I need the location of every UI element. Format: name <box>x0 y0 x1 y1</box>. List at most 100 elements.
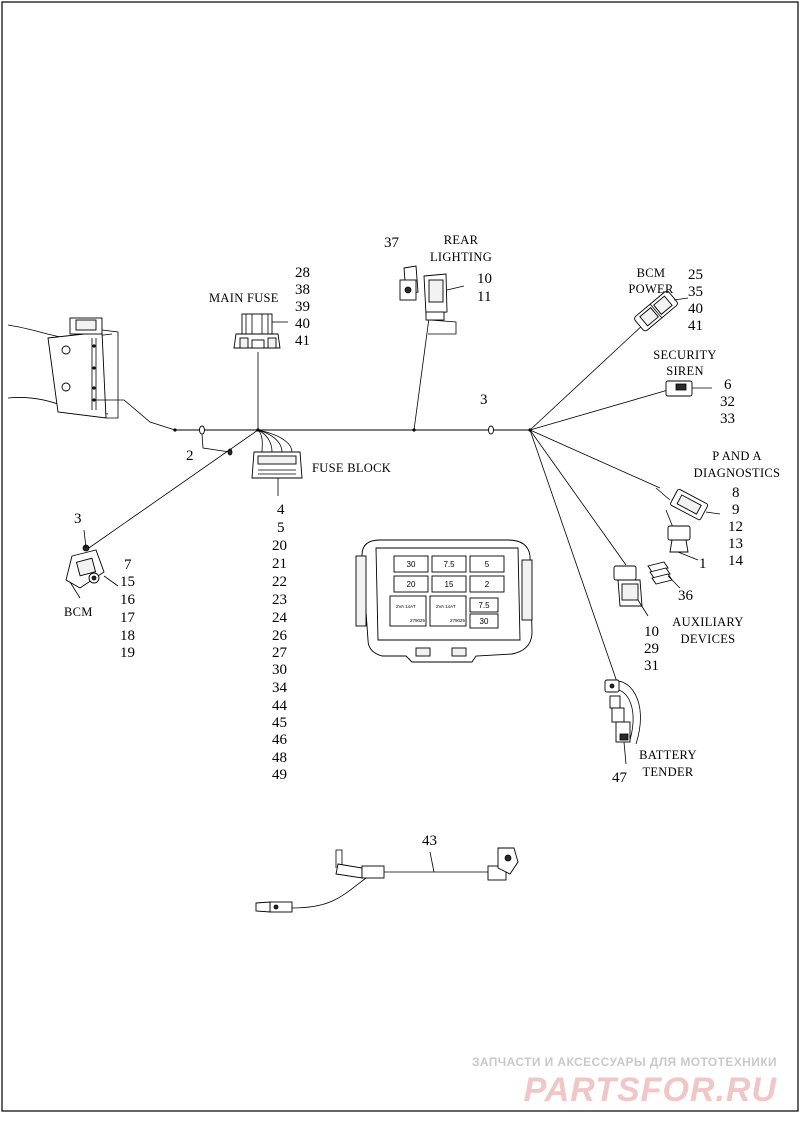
label-part-47: 47 <box>612 770 628 786</box>
label-fuse-block-num-15: 48 <box>272 750 287 766</box>
label-battery-tender-2: TENDER <box>642 765 693 779</box>
label-fuse-block-num-11: 34 <box>272 680 288 696</box>
label-fuse-block-num-1: 4 <box>277 502 285 518</box>
label-fuse-block-num-8: 26 <box>272 628 288 644</box>
label-p-and-a-2: DIAGNOSTICS <box>694 466 781 480</box>
harness-43 <box>255 847 519 913</box>
label-bcm-num-1: 7 <box>124 557 132 573</box>
label-part-43: 43 <box>422 833 437 849</box>
grommet-36 <box>647 561 681 589</box>
label-aux-num-2: 29 <box>644 641 659 657</box>
label-rear-lighting-2: LIGHTING <box>430 250 492 264</box>
label-fuse-block-num-10: 30 <box>272 662 287 678</box>
label-main-fuse-num-4: 40 <box>295 316 310 332</box>
label-bcm-power-1: BCM <box>637 266 666 280</box>
fuse-value-1: 30 <box>407 560 416 569</box>
fuse-value-6: 2 <box>485 580 490 589</box>
watermark-tagline: ЗАПЧАСТИ И АКСЕССУАРЫ ДЛЯ МОТОТЕХНИКИ <box>472 1055 777 1069</box>
fuse-value-4: 20 <box>407 580 416 589</box>
relay-tag-1: 279025 <box>410 618 426 623</box>
fuse-value-2: 7.5 <box>443 560 455 569</box>
p-and-a-diagnostics-connector <box>655 487 721 561</box>
label-fuse-block-num-13: 45 <box>272 715 287 731</box>
label-main-fuse-num-5: 41 <box>295 333 310 349</box>
label-rear-lighting-num-1: 10 <box>477 271 492 287</box>
bcm-power-connector <box>634 290 689 332</box>
label-bcm-power-num-3: 40 <box>688 301 703 317</box>
label-fuse-block-num-7: 24 <box>272 610 288 626</box>
label-rear-lighting-num-2: 11 <box>477 289 491 305</box>
label-bcm-clip-3: 3 <box>74 511 82 527</box>
main-fuse-connector <box>233 313 288 349</box>
label-bcm-num-5: 18 <box>120 628 135 644</box>
label-p-and-a-num-4: 13 <box>728 536 743 552</box>
main-trunk <box>85 317 669 683</box>
label-bcm-num-4: 17 <box>120 610 136 626</box>
battery-tender-lead <box>604 679 641 765</box>
label-fuse-block-num-5: 22 <box>272 574 287 590</box>
label-fuse-block-num-3: 20 <box>272 538 287 554</box>
label-fuse-block-num-16: 49 <box>272 767 287 783</box>
watermark: ЗАПЧАСТИ И АКСЕССУАРЫ ДЛЯ МОТОТЕХНИКИ PA… <box>472 1055 778 1109</box>
label-clip-2: 2 <box>186 448 194 464</box>
label-main-fuse-num-3: 39 <box>295 299 310 315</box>
label-security-siren-num-2: 32 <box>720 394 735 410</box>
label-p-and-a-1: P AND A <box>712 449 762 463</box>
label-bcm-num-3: 16 <box>120 592 136 608</box>
auxiliary-devices-connector <box>613 565 649 617</box>
security-siren-connector <box>665 380 712 397</box>
label-bcm: BCM <box>64 605 93 619</box>
label-fuse-block-num-6: 23 <box>272 592 287 608</box>
label-rear-lighting-1: REAR <box>444 233 479 247</box>
label-bcm-num-6: 19 <box>120 645 135 661</box>
label-bcm-power-num-2: 35 <box>688 284 703 300</box>
label-fuse-block-num-9: 27 <box>272 645 288 661</box>
frame-bracket <box>7 317 176 431</box>
label-p-and-a-num-2: 9 <box>732 502 740 518</box>
label-trunk-clip-3: 3 <box>480 392 488 408</box>
page-border <box>1 1 799 1112</box>
rear-lighting-connectors <box>399 265 465 335</box>
callout-labels: 37 REAR LIGHTING 10 11 MAIN FUSE 28 38 3… <box>64 233 780 849</box>
label-bcm-power-num-1: 25 <box>688 267 703 283</box>
bcm-module <box>65 529 119 599</box>
label-part-37: 37 <box>384 235 400 251</box>
label-part-1: 1 <box>699 556 707 572</box>
fuse-panel-detail: 30 7.5 5 20 15 2 2VA 14AT 2VA 14AT 27902… <box>355 539 533 663</box>
label-aux-num-1: 10 <box>644 624 659 640</box>
label-fuse-block: FUSE BLOCK <box>312 461 391 475</box>
label-bcm-power-2: POWER <box>628 282 674 296</box>
watermark-logo: PARTSFOR.RU <box>524 1071 778 1109</box>
relay-caption-2: 2VA 14AT <box>436 604 456 609</box>
fuse-value-8: 30 <box>480 617 489 626</box>
fuse-value-7: 7.5 <box>478 601 490 610</box>
label-p-and-a-num-5: 14 <box>728 553 744 569</box>
label-main-fuse-num-1: 28 <box>295 265 310 281</box>
label-p-and-a-num-3: 12 <box>728 519 743 535</box>
label-security-siren-num-1: 6 <box>724 377 732 393</box>
fuse-value-5: 15 <box>445 580 454 589</box>
label-security-siren-num-3: 33 <box>720 411 735 427</box>
label-fuse-block-num-2: 5 <box>277 520 285 536</box>
label-battery-tender-1: BATTERY <box>639 748 697 762</box>
label-security-siren-1: SECURITY <box>653 348 717 362</box>
label-fuse-block-num-12: 44 <box>272 698 288 714</box>
label-bcm-num-2: 15 <box>120 574 135 590</box>
label-security-siren-2: SIREN <box>666 364 704 378</box>
label-fuse-block-num-14: 46 <box>272 732 288 748</box>
label-main-fuse-num-2: 38 <box>295 282 310 298</box>
label-main-fuse: MAIN FUSE <box>209 291 279 305</box>
label-auxiliary-1: AUXILIARY <box>672 615 743 629</box>
label-fuse-block-num-4: 21 <box>272 556 287 572</box>
relay-caption-1: 2VA 14AT <box>396 604 416 609</box>
label-aux-num-3: 31 <box>644 658 659 674</box>
label-bcm-power-num-4: 41 <box>688 318 703 334</box>
fuse-block-connector <box>251 429 303 496</box>
label-part-36: 36 <box>678 588 694 604</box>
relay-tag-2: 279025 <box>450 618 466 623</box>
label-auxiliary-2: DEVICES <box>681 632 736 646</box>
label-p-and-a-num-1: 8 <box>732 485 740 501</box>
fuse-value-3: 5 <box>485 560 490 569</box>
